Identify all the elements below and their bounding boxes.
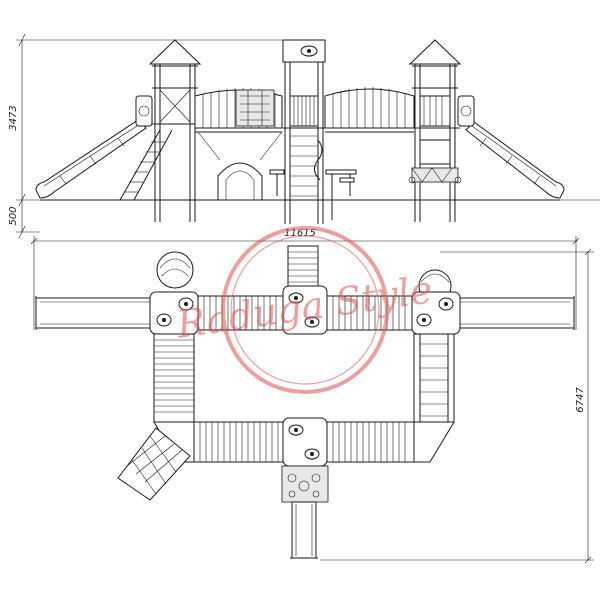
- bench-table: [269, 169, 357, 220]
- plan-bridge-top-left: [197, 295, 284, 331]
- right-bridge: [324, 87, 415, 133]
- plan-deck-bottom-right: [413, 421, 455, 463]
- center-tower: [282, 39, 326, 224]
- plan-ladder-right: [413, 333, 455, 423]
- plan-bridge-left: [153, 333, 195, 423]
- plan-right-slide: [457, 296, 575, 330]
- width-total-label: 11615: [284, 228, 316, 239]
- plan-top-ladder: [287, 245, 319, 287]
- plan-left-slide: [35, 296, 153, 330]
- plan-play-panel: [281, 465, 329, 503]
- plan-climbing-net: [117, 427, 191, 501]
- watermark-ring: [221, 226, 389, 394]
- depth-total-label: 6747: [575, 387, 586, 413]
- arch-tunnel: [197, 131, 283, 201]
- plan-deck-bottom-center: [282, 417, 328, 467]
- plan-bottom-slide: [290, 501, 318, 559]
- watermark-inner-ring: [230, 235, 380, 385]
- left-bridge: [194, 88, 283, 133]
- plan-bridge-bottom-left: [193, 421, 284, 463]
- plan-deck-top-right: [411, 291, 461, 335]
- plan-bridge-top-right: [326, 295, 413, 331]
- plan-bridge-bottom-right: [326, 421, 415, 463]
- plan-deck-top-left: [149, 291, 199, 335]
- right-slide: [465, 121, 565, 199]
- right-tower: [408, 39, 475, 222]
- plan-left-dome: [156, 251, 194, 289]
- front-elevation: [35, 39, 565, 224]
- height-base-label: 500: [8, 206, 19, 225]
- height-total-label: 3473: [8, 105, 19, 130]
- left-tower: [119, 39, 202, 222]
- plan-view: [35, 245, 575, 559]
- left-slide: [35, 119, 147, 199]
